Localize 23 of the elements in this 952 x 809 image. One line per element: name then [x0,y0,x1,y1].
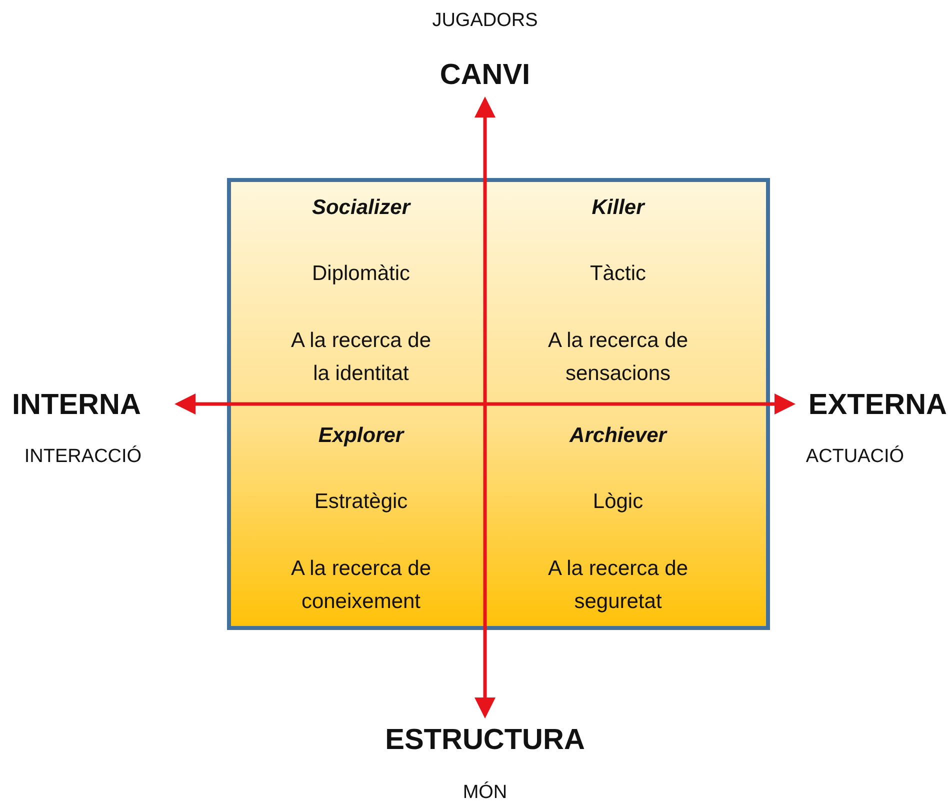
axis-arrow [174,394,796,414]
motivation-text: A la recerca de sensacions [546,328,690,387]
motivation-text: A la recerca de la identitat [290,328,432,387]
trait-text: Estratègic [314,489,408,515]
trait-text: Tàctic [590,261,646,287]
axis-pole-label: INTERNA [12,388,141,422]
axis-pole-label: CANVI [440,58,530,92]
axis-subtitle: INTERACCIÓ [23,446,143,468]
player-type-heading: Killer [592,195,644,221]
axis-pole-label: ESTRUCTURA [385,724,585,756]
axis-subtitle: MÓN [462,782,508,804]
axis-pole-label: EXTERNA [808,388,947,422]
motivation-text: A la recerca de coneixement [290,556,432,615]
player-type-heading: Socializer [312,195,410,221]
axis-subtitle: JUGADORS [431,10,539,32]
motivation-text: A la recerca de seguretat [546,556,690,615]
player-type-heading: Explorer [318,423,404,449]
axis-subtitle: ACTUACIÓ [804,446,906,468]
axis-arrow [474,96,496,718]
trait-text: Diplomàtic [312,261,410,287]
quadrant-panel [227,178,770,630]
trait-text: Lògic [592,489,644,515]
player-type-heading: Archiever [570,423,666,449]
